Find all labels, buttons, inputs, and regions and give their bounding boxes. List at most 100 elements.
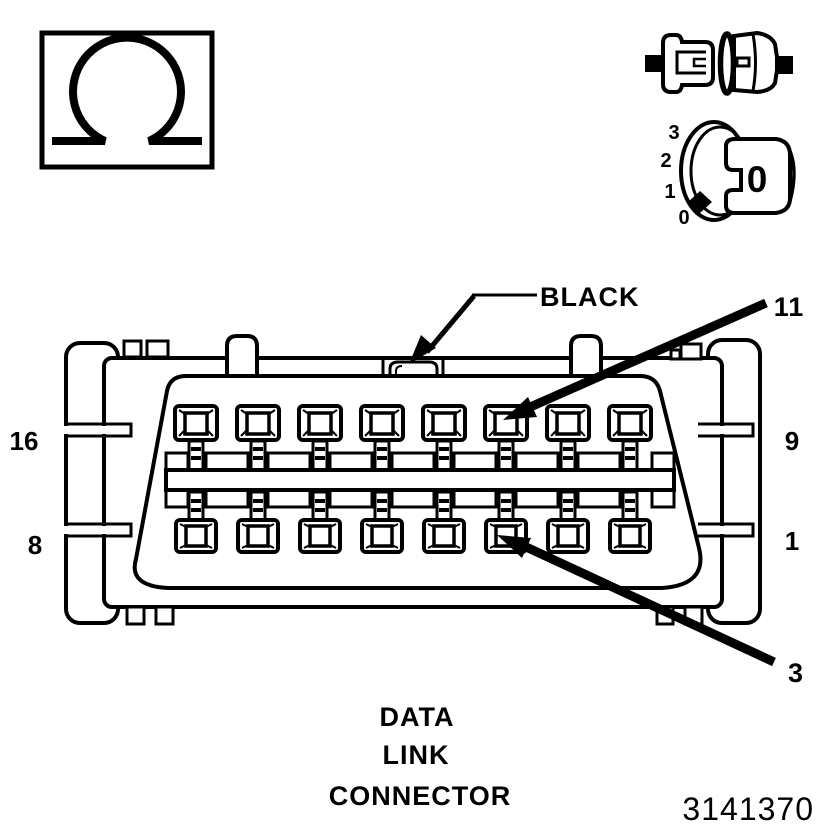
callout-black: BLACK — [409, 282, 640, 364]
stem-rung — [377, 447, 387, 451]
stem-rung — [191, 456, 201, 460]
stem-rung — [625, 456, 635, 460]
rail-tooth — [266, 488, 312, 509]
key-head — [724, 137, 792, 215]
rail-tooth — [266, 451, 312, 472]
stem-rung — [625, 499, 635, 503]
stem-rung — [315, 508, 325, 512]
dial-position-2: 2 — [660, 150, 671, 172]
stem-rung — [501, 499, 511, 503]
dial-position-3: 3 — [668, 122, 679, 144]
stem-rung — [377, 499, 387, 503]
ohm-icon-box — [39, 30, 215, 170]
stem-rung — [191, 447, 201, 451]
arrow-shaft — [526, 298, 768, 413]
index-tab-left — [225, 334, 259, 377]
stem-rung — [377, 508, 387, 512]
stem-rung — [501, 456, 511, 460]
caption: DATA LINK CONNECTOR — [329, 702, 512, 811]
index-tab-right — [569, 334, 603, 377]
stem-rung — [315, 456, 325, 460]
ignition-dial-icon: 3 2 1 0 0 — [660, 120, 796, 229]
stem-rung — [253, 447, 263, 451]
arrowhead — [409, 335, 436, 364]
rail-tooth — [164, 488, 190, 509]
pin-3-label: 3 — [788, 658, 804, 688]
rail-tooth — [650, 451, 676, 472]
stem-rung — [377, 456, 387, 460]
rail-tooth — [390, 451, 436, 472]
pin-cavity-inner — [555, 411, 581, 436]
rail-tooth — [576, 451, 622, 472]
seal-ring — [717, 31, 737, 96]
dial-position-1: 1 — [664, 181, 675, 203]
pin-11-label: 11 — [774, 292, 805, 322]
rail-tooth — [452, 451, 498, 472]
wire-stub-right — [776, 56, 793, 74]
terminal-stem — [373, 490, 391, 523]
terminal-stem — [249, 490, 267, 523]
pin-cavity-inner — [370, 524, 394, 548]
arrowhead — [503, 397, 537, 420]
male-connector-body — [661, 33, 715, 94]
pin-label-8: 8 — [28, 530, 42, 560]
stem-rung — [191, 508, 201, 512]
ohm-icon — [39, 30, 215, 170]
callout-pin-11: 11 — [503, 292, 805, 420]
terminal-stem — [187, 490, 205, 523]
pin-cavity-inner — [307, 411, 333, 436]
connector-seam — [751, 33, 757, 92]
rail-tooth — [204, 488, 250, 509]
dial-pointer-diamond — [688, 191, 712, 213]
stem-rung — [439, 499, 449, 503]
terminal-stem — [311, 490, 329, 523]
latch-slot — [735, 56, 751, 68]
key-position-indicator: 0 — [747, 159, 768, 200]
pin-cavity-inner — [556, 524, 580, 548]
stem-rung — [439, 456, 449, 460]
terminal-slot — [675, 50, 706, 75]
stem-rung — [563, 456, 573, 460]
pin-cavity-inner — [493, 411, 519, 436]
stem-rung — [501, 508, 511, 512]
dlc-drawing: 16 9 8 1 — [10, 334, 799, 626]
pin-cavity-inner — [245, 411, 271, 436]
pin-cavity-inner — [431, 411, 457, 436]
pin-cavity-inner — [494, 524, 518, 548]
pin-cavity-inner — [432, 524, 456, 548]
arrow-shaft — [522, 541, 776, 667]
rail-tooth — [576, 488, 622, 509]
leader-shaft — [425, 294, 476, 354]
stem-rung — [439, 447, 449, 451]
housing-latch — [381, 358, 445, 377]
pin-cavity-inner — [246, 524, 270, 548]
figure-number: 3141370 — [682, 791, 814, 827]
wire-stub-left — [645, 55, 663, 72]
terminal-stem — [621, 490, 639, 523]
color-label: BLACK — [540, 282, 640, 312]
pin-label-9: 9 — [785, 426, 799, 456]
terminal-stem — [497, 490, 515, 523]
key-head-edge — [788, 150, 796, 202]
rail-tooth — [328, 488, 374, 509]
stem-rung — [253, 499, 263, 503]
stem-rung — [563, 499, 573, 503]
caption-line-1: DATA — [380, 702, 455, 732]
terminal-stem — [435, 490, 453, 523]
arrowhead — [497, 535, 531, 558]
caption-line-3: CONNECTOR — [329, 781, 512, 811]
stem-rung — [191, 499, 201, 503]
pin-label-1: 1 — [785, 526, 799, 556]
connector-pair-icon — [645, 30, 793, 96]
wing-slots — [64, 422, 755, 538]
rail-tooth — [452, 488, 498, 509]
stem-rung — [439, 508, 449, 512]
rail-tooth — [204, 451, 250, 472]
stem-rung — [253, 508, 263, 512]
terminal-rail — [164, 468, 676, 492]
rail-tooth — [328, 451, 374, 472]
stem-rung — [563, 508, 573, 512]
pin-cavity-inner — [369, 411, 395, 436]
